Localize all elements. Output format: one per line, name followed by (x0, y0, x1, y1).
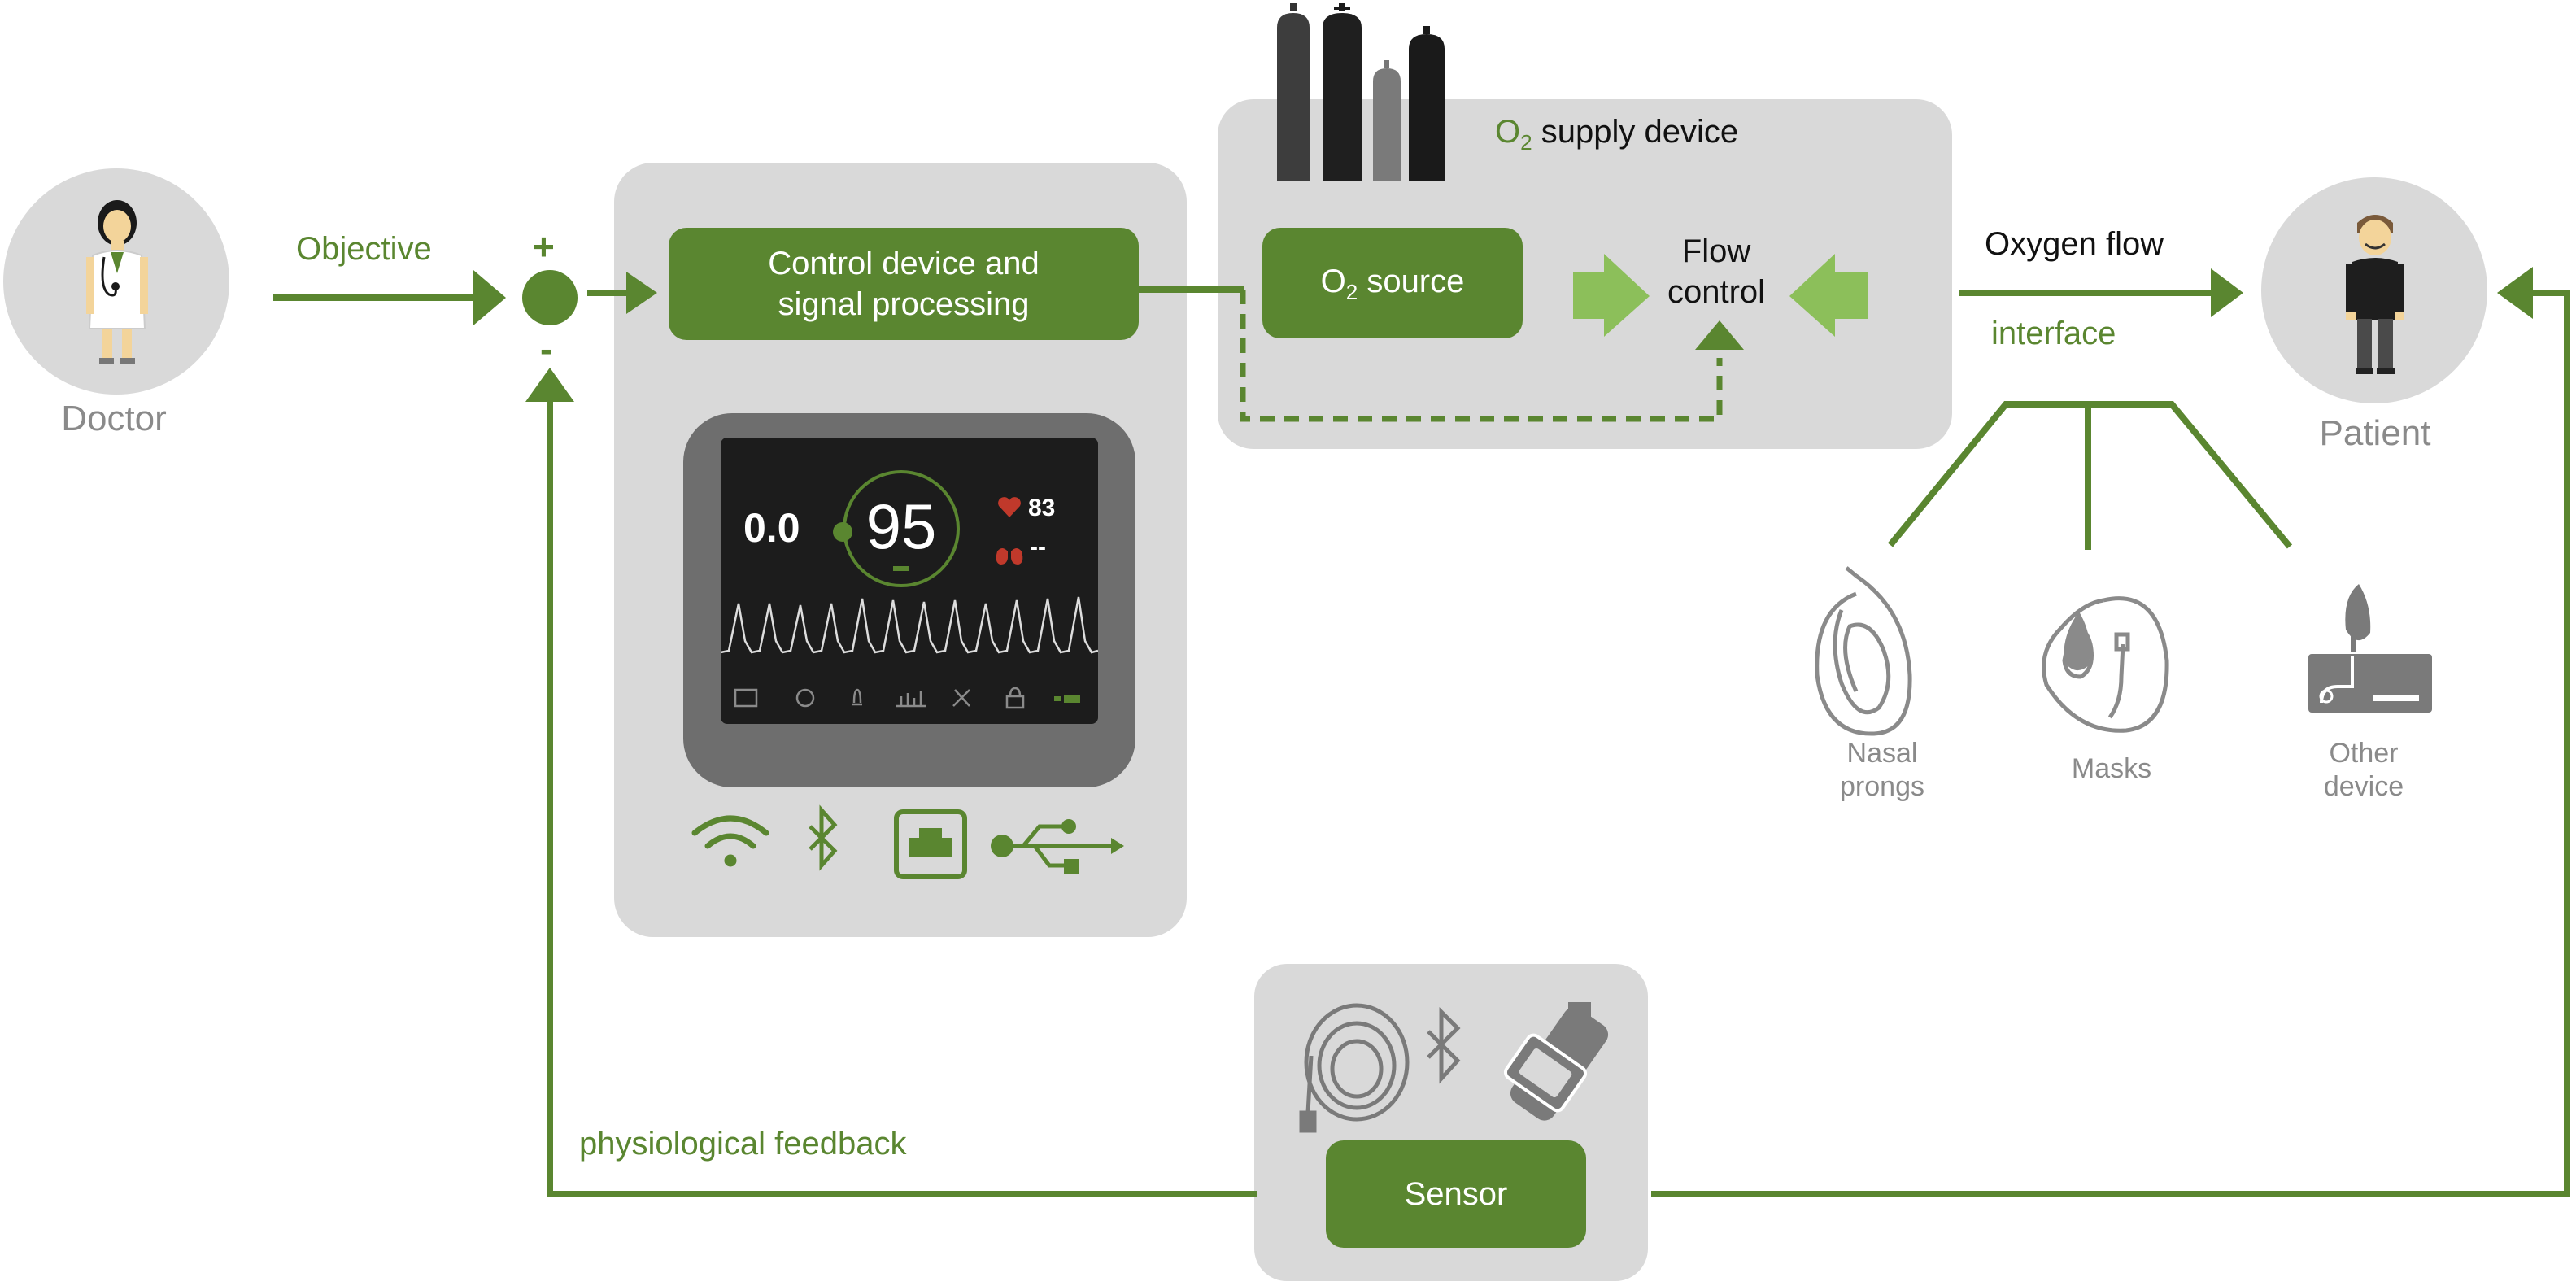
o2-supply-title-o: O (1495, 114, 1521, 150)
objective-label: Objective (296, 231, 432, 267)
dashed-control-line (1240, 290, 1723, 422)
menu-icon (734, 688, 758, 708)
objective-arrowhead (473, 270, 506, 325)
wrist-oximeter-icon (1503, 1002, 1609, 1121)
flow-readout: 0.0 (743, 505, 800, 551)
interface-nasal-line1: Nasal (1846, 738, 1918, 769)
pleth-waveform (721, 596, 1098, 654)
spo2-bar-indicator (893, 566, 909, 571)
doctor-label: Doctor (61, 399, 167, 438)
interface-other-label: Other device (2282, 737, 2445, 804)
interface-other-line2: device (2323, 770, 2404, 802)
flow-arrow-right-icon (1573, 254, 1650, 337)
battery-icon (1064, 695, 1080, 703)
dashed-arrowhead (1695, 320, 1744, 350)
settings-icon (795, 688, 815, 708)
o2-source-o: O (1320, 263, 1346, 299)
o2-source-box: O2 source (1262, 228, 1523, 338)
lock-icon (1005, 695, 1025, 709)
interface-nasal-label: Nasal prongs (1801, 737, 1964, 804)
monitor-screen: 0.0 95 83 -- (721, 438, 1098, 724)
usb-icon (991, 819, 1124, 874)
bluetooth-icon (809, 804, 838, 871)
o2-source-label: O2 source (1321, 261, 1465, 306)
patient-label: Patient (2319, 413, 2431, 453)
monitor-toolbar (734, 687, 1080, 709)
interface-masks-label: Masks (2071, 753, 2152, 784)
other-device-icon (2308, 584, 2432, 713)
flow-arrow-left-icon (1789, 254, 1868, 337)
control-device-box: Control device and signal processing (669, 228, 1139, 340)
control-device-line2: signal processing (778, 286, 1030, 322)
flow-control-label: Flow control (1643, 231, 1789, 312)
sensor-bluetooth-icon (1427, 1006, 1461, 1084)
sensor-to-patient-line (1651, 290, 2570, 1197)
o2-supply-title: O2 supply device (1495, 114, 1738, 155)
control-device-line1: Control device and (768, 246, 1040, 281)
chart-icon (896, 691, 926, 708)
sensor-cable-icon (1299, 1003, 1410, 1133)
oxygen-flow-label: Oxygen flow (1985, 226, 2164, 262)
o2-source-rest: source (1358, 263, 1465, 299)
monitor-device: 0.0 95 83 -- (683, 413, 1135, 787)
o2-source-sub: 2 (1345, 279, 1358, 304)
mask-icon (2042, 596, 2169, 733)
doctor-icon (86, 200, 148, 364)
feedback-arrowhead (525, 368, 574, 402)
tools-icon (952, 689, 970, 707)
minus-sign: - (540, 328, 553, 370)
o2-supply-title-sub: 2 (1520, 130, 1532, 155)
summing-junction (522, 270, 578, 325)
alarm-icon (852, 688, 862, 706)
oxygen-flow-arrowhead (2211, 268, 2243, 317)
flow-control-line1: Flow (1681, 233, 1751, 269)
sensor-box: Sensor (1326, 1140, 1586, 1248)
physiological-feedback-label: physiological feedback (579, 1126, 907, 1162)
patient-icon (2346, 215, 2404, 374)
spo2-readout: 95 (865, 490, 937, 562)
interface-nasal-line2: prongs (1840, 770, 1924, 802)
flow-control-line2: control (1667, 274, 1766, 310)
interface-other-line1: Other (2329, 738, 2399, 769)
ethernet-icon (894, 809, 967, 879)
resp-readout: -- (1030, 534, 1046, 560)
feedback-line (547, 399, 1257, 1197)
wifi-icon (691, 815, 769, 867)
gas-cylinders-icon (1277, 3, 1445, 181)
heart-icon (998, 497, 1021, 517)
plus-sign: + (533, 225, 555, 268)
spo2-ring-dot (833, 522, 852, 542)
lungs-icon (996, 542, 1023, 565)
controller-arrowhead (626, 272, 657, 314)
o2-supply-title-rest: supply device (1532, 114, 1739, 150)
connectivity-icons (691, 804, 1124, 879)
interface-label: interface (1991, 316, 2116, 351)
nasal-prongs-icon (1815, 566, 1912, 736)
feedback-patient-arrowhead (2497, 267, 2533, 319)
sensor-icons (1299, 1002, 1609, 1133)
heart-rate-readout: 83 (1028, 495, 1056, 521)
